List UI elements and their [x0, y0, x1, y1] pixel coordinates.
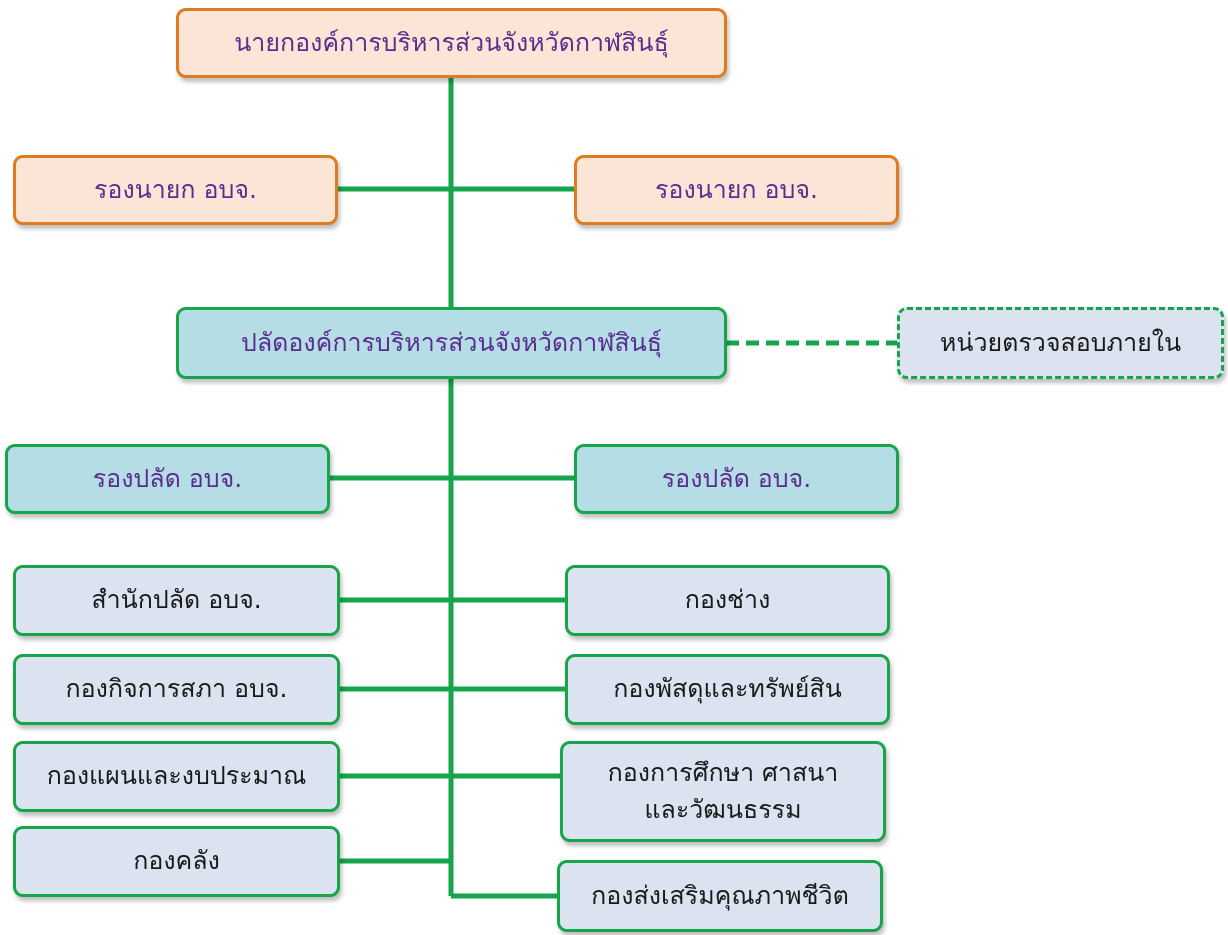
division-finance: กองคลัง: [13, 826, 340, 897]
division-council-affairs: กองกิจการสภา อบจ.: [13, 654, 340, 725]
vice-chairman-right-box: รองนายก อบจ.: [574, 155, 899, 225]
division-supplies-assets: กองพัสดุและทรัพย์สิน: [565, 654, 890, 725]
deputy-secretary-right-box: รองปลัด อบจ.: [574, 444, 899, 514]
division-education-culture: กองการศึกษา ศาสนาและวัฒนธรรม: [560, 741, 886, 842]
division-engineering: กองช่าง: [565, 565, 890, 636]
permanent-secretary-box: ปลัดองค์การบริหารส่วนจังหวัดกาฬสินธุ์: [176, 307, 727, 379]
deputy-secretary-left-box: รองปลัด อบจ.: [5, 444, 330, 514]
vice-chairman-left-box: รองนายก อบจ.: [13, 155, 338, 225]
internal-audit-box: หน่วยตรวจสอบภายใน: [897, 307, 1224, 379]
division-office-of-secretary: สำนักปลัด อบจ.: [13, 565, 340, 636]
division-plan-budget: กองแผนและงบประมาณ: [13, 741, 340, 812]
division-quality-of-life: กองส่งเสริมคุณภาพชีวิต: [557, 860, 883, 932]
chairman-box: นายกองค์การบริหารส่วนจังหวัดกาฬสินธุ์: [176, 8, 727, 78]
